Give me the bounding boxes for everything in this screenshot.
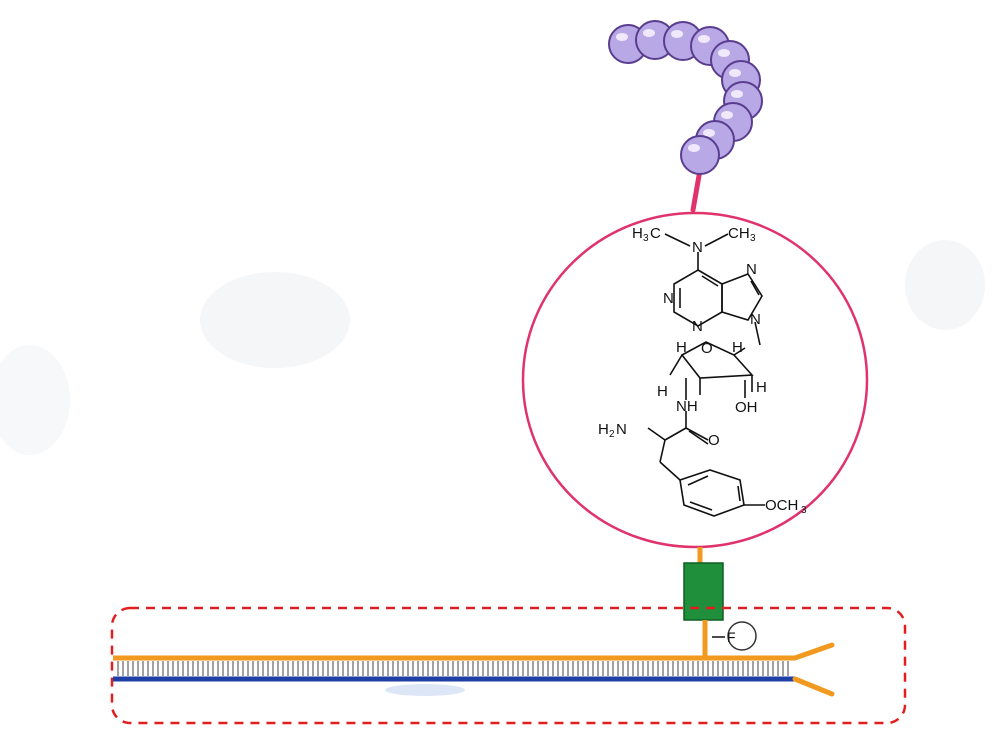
puromycin-structure: [647, 233, 765, 517]
chem-amine-sub: 2: [609, 429, 615, 440]
dna-base-pair-rungs: [117, 661, 789, 676]
peptide-bead-highlight: [721, 111, 733, 119]
chem-n-ring4: N: [750, 311, 761, 328]
chem-n-ring1: N: [663, 290, 674, 307]
dna-dashed-box: [110, 606, 907, 725]
fluorophore-label: F: [727, 629, 736, 645]
background-blob: [200, 272, 350, 368]
top-strand-fork: [792, 642, 835, 661]
chem-h2: H: [732, 339, 743, 356]
chem-n-ring3: N: [746, 261, 757, 278]
chem-h1: H: [676, 339, 687, 356]
peptide-bead-highlight: [703, 129, 715, 137]
chem-carbonyl-o: O: [708, 432, 720, 449]
chem-h3: H: [657, 383, 668, 400]
peptide-bead: [680, 135, 720, 175]
chem-h4: H: [756, 379, 767, 396]
peptide-bead-highlight: [729, 69, 741, 77]
peptide-bead-highlight: [671, 30, 683, 38]
chem-h3c-c: C: [650, 225, 661, 242]
chem-h3c-h: H: [632, 225, 643, 242]
peptide-bead-chain: [608, 20, 763, 175]
peptide-bead-highlight: [731, 90, 743, 98]
chem-n-ring2: N: [692, 318, 703, 335]
peptide-bead-highlight: [698, 35, 710, 43]
fluorophore-circle: [727, 621, 757, 651]
chem-labels: H 3 C N CH 3 N N N N O H H H H OH NH H 2…: [598, 225, 807, 516]
chem-methoxy: OCH: [765, 497, 798, 514]
peptide-bead-highlight: [718, 49, 730, 57]
peptide-bead-highlight: [616, 33, 628, 41]
puromycin-ellipse: [521, 211, 869, 549]
chem-ch3-right-sub: 3: [750, 233, 756, 244]
chem-oh: OH: [735, 399, 758, 416]
background-blob: [905, 240, 985, 330]
peptide-bead-highlight: [643, 29, 655, 37]
background-blob: [0, 345, 70, 455]
chem-ch3-right: CH: [728, 225, 750, 242]
chem-n-top: N: [692, 239, 703, 256]
chem-methoxy-sub: 3: [801, 505, 807, 516]
chem-amine-h: H: [598, 421, 609, 438]
chem-o-ring: O: [701, 340, 713, 357]
chem-h3c-sub: 3: [643, 233, 649, 244]
peptide-bead-highlight: [688, 144, 700, 152]
strand-smudge: [385, 684, 465, 696]
bead-tether-line: [690, 167, 703, 213]
linker-box: [683, 562, 724, 621]
chem-nh: NH: [676, 398, 698, 415]
bottom-strand-fork-orange: [792, 676, 835, 697]
chem-amine-n: N: [616, 421, 627, 438]
